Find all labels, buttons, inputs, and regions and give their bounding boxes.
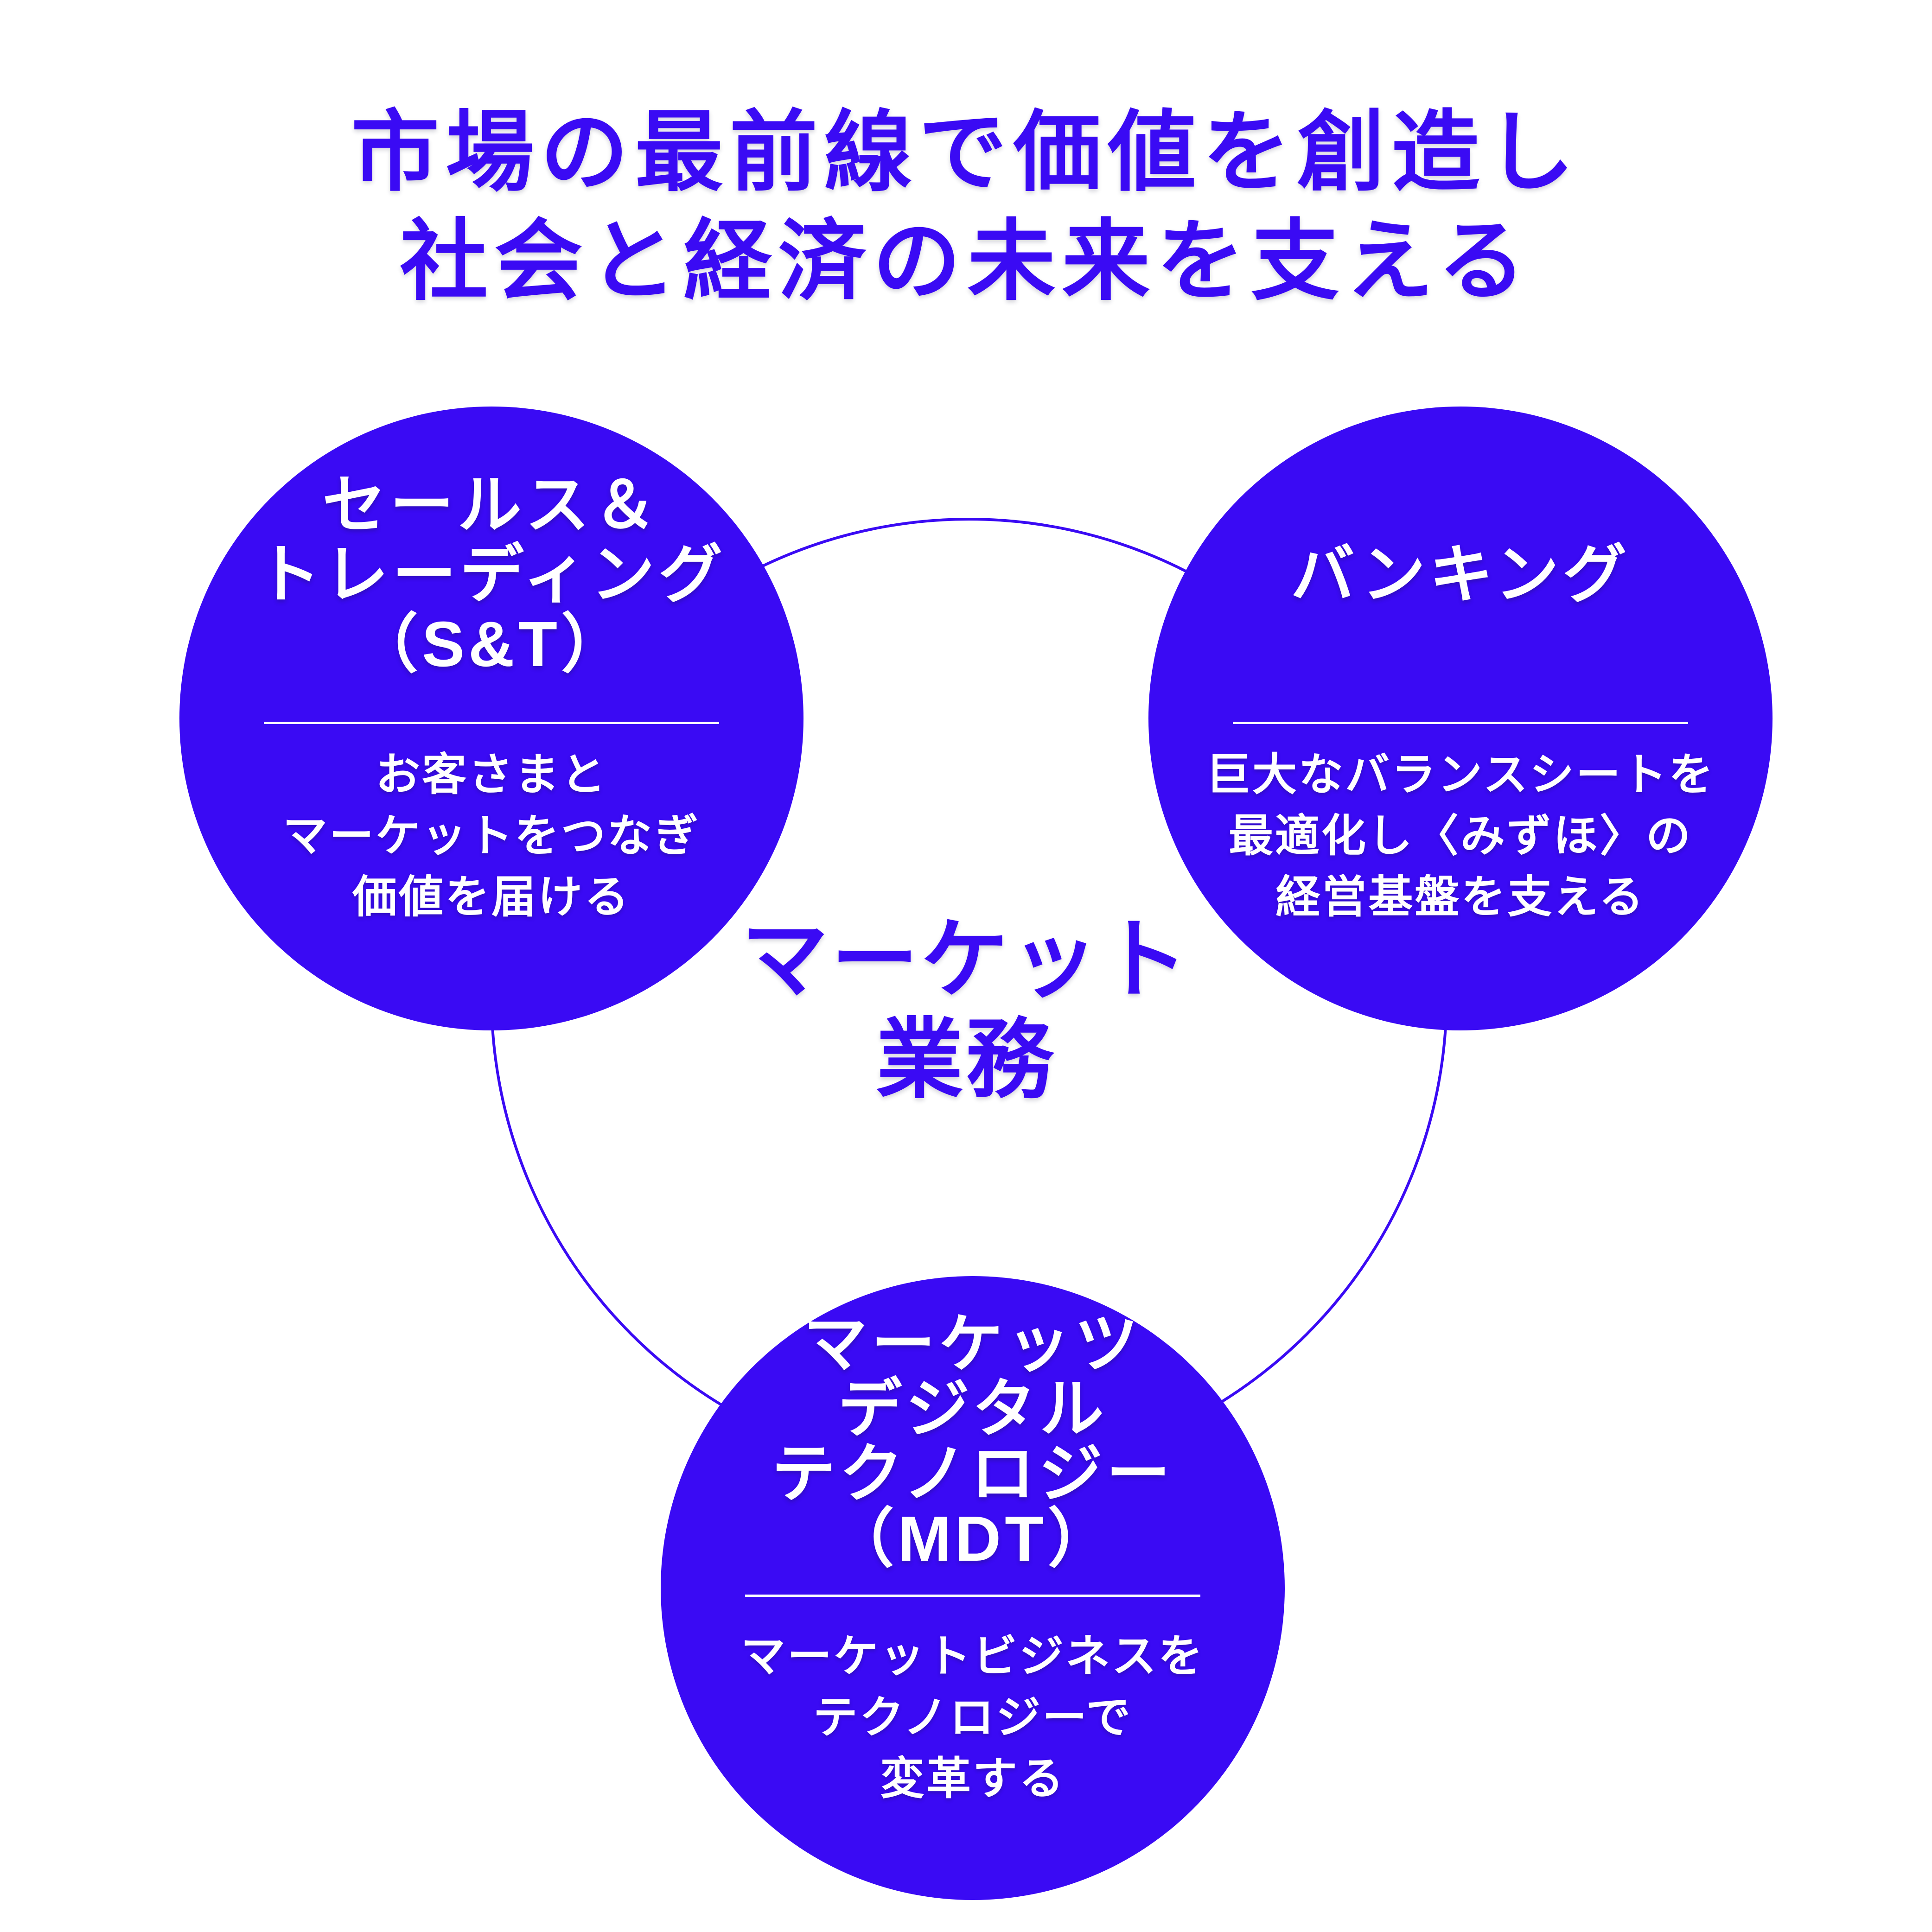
center-label-line-2: 業務 xyxy=(876,1011,1056,1108)
heading-line: （S&T） xyxy=(354,609,629,680)
divider-line xyxy=(263,722,720,724)
page-title-line-2: 社会と経済の未来を支える xyxy=(400,212,1532,311)
center-label-line-1: マーケット xyxy=(741,911,1191,1008)
page-title: 市場の最前線で価値を創造し 社会と経済の未来を支える xyxy=(0,98,1932,316)
description-line: 価値を届ける xyxy=(352,872,631,922)
page-title-line-1: 市場の最前線で価値を創造し xyxy=(351,103,1581,202)
banking-description: 巨大なバランスシートを 最適化し〈みずほ〉の 経営基盤を支える xyxy=(1148,744,1773,928)
heading-line: （MDT） xyxy=(830,1503,1116,1575)
divider-line xyxy=(745,1595,1201,1597)
heading-line: マーケッツ xyxy=(803,1309,1142,1380)
description-line: 経営基盤を支える xyxy=(1275,872,1645,922)
description-line: お客さまと xyxy=(376,750,607,800)
center-label-markets-business: マーケット 業務 xyxy=(0,909,1932,1110)
sales-and-trading-heading: セールス＆ トレーディング （S&T） xyxy=(179,470,803,679)
heading-line: セールス＆ xyxy=(322,470,661,541)
mdt-description: マーケットビジネスを テクノロジーで 変革する xyxy=(661,1626,1285,1810)
description-line: 最適化し〈みずほ〉の xyxy=(1229,811,1692,861)
banking-heading: バンキング xyxy=(1148,540,1773,610)
heading-line: トレーディング xyxy=(256,539,727,610)
description-line: 巨大なバランスシートを xyxy=(1205,750,1715,800)
description-line: テクノロジーで xyxy=(813,1693,1133,1742)
heading-line: テクノロジー xyxy=(772,1438,1174,1510)
description-line: 変革する xyxy=(880,1754,1065,1804)
heading-line: バンキング xyxy=(1290,539,1631,610)
mdt-heading: マーケッツ デジタル テクノロジー （MDT） xyxy=(661,1312,1285,1571)
divider-line xyxy=(1232,722,1689,724)
description-line: マーケットビジネスを xyxy=(741,1632,1205,1681)
heading-line: デジタル xyxy=(838,1373,1108,1445)
sales-and-trading-description: お客さまと マーケットをつなぎ 価値を届ける xyxy=(179,744,803,928)
circle-banking: バンキング 巨大なバランスシートを 最適化し〈みずほ〉の 経営基盤を支える xyxy=(1148,407,1773,1030)
circle-sales-and-trading: セールス＆ トレーディング （S&T） お客さまと マーケットをつなぎ 価値を届… xyxy=(179,407,803,1030)
circle-markets-digital-technology: マーケッツ デジタル テクノロジー （MDT） マーケットビジネスを テクノロジ… xyxy=(661,1276,1285,1900)
description-line: マーケットをつなぎ xyxy=(283,811,700,861)
